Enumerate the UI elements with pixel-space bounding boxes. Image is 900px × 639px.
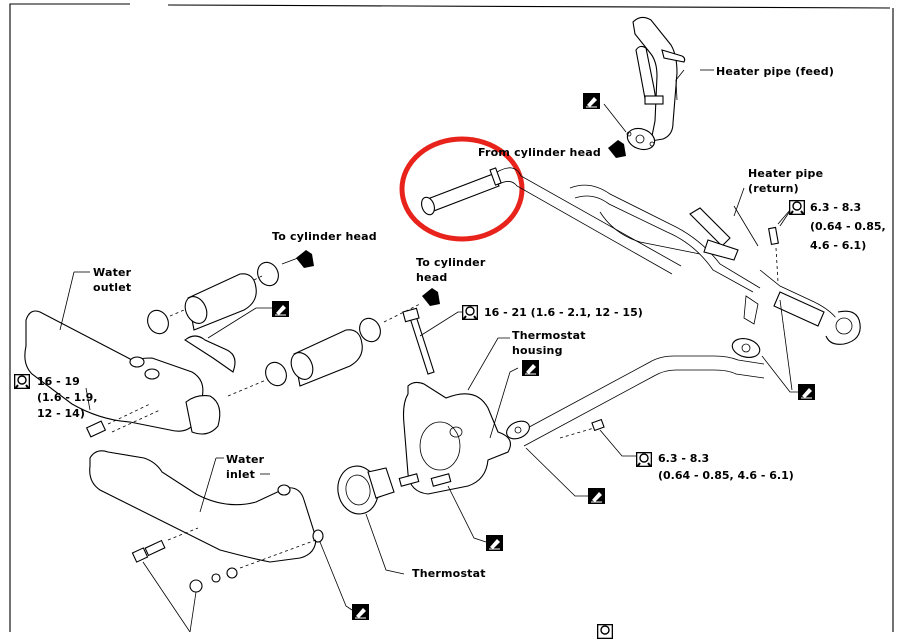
label-thermostat: Thermostat <box>412 567 486 580</box>
label-from-cylinder-head: From cylinder head <box>478 146 601 159</box>
label-to-cylinder-head-2-sub: head <box>416 271 448 284</box>
water-outlet <box>24 271 236 435</box>
torque-wrench-icon <box>462 305 478 320</box>
label-water-inlet-sub: inlet <box>226 468 256 481</box>
inlet-fasteners <box>131 527 353 632</box>
torque-wrench-icon <box>14 374 30 389</box>
heater-pipe-feed <box>626 16 714 151</box>
flow-arrow-icon <box>296 250 314 268</box>
label-heater-pipe-feed: Heater pipe (feed) <box>716 65 835 78</box>
thermostat-housing <box>398 337 519 543</box>
liquid-gasket-icon <box>352 604 369 620</box>
liquid-gasket-icon <box>522 360 539 376</box>
frame <box>9 3 894 632</box>
label-heater-pipe-return: Heater pipe <box>748 167 824 180</box>
liquid-gasket-icon <box>583 93 600 109</box>
torque-heater-return-line1: 6.3 - 8.3 <box>810 201 862 214</box>
label-water-outlet-sub: outlet <box>93 281 132 294</box>
lower-hose <box>227 303 421 397</box>
torque-heater-return-line2: (0.64 - 0.85, <box>810 220 886 233</box>
outlet-bolt <box>85 403 151 438</box>
label-to-cylinder-head: To cylinder head <box>272 230 377 243</box>
torque-heater-return-line3: 4.6 - 6.1) <box>810 239 867 252</box>
label-thermostat-housing: Thermostat <box>512 329 586 342</box>
heater-pipe-return <box>569 184 861 345</box>
label-water-outlet: Water <box>93 266 132 279</box>
water-inlet <box>89 450 324 563</box>
liquid-gasket-icon <box>272 301 289 317</box>
label-heater-pipe-return-sub: (return) <box>748 182 799 195</box>
liquid-gasket-icon <box>798 384 815 400</box>
torque-pipe-line2: (0.64 - 0.85, 4.6 - 6.1) <box>658 469 794 482</box>
thermostat <box>337 465 405 575</box>
housing-long-bolt <box>402 307 464 375</box>
label-water-inlet: Water <box>226 453 265 466</box>
torque-wrench-icon <box>789 200 805 215</box>
liquid-gasket-icon <box>588 488 605 504</box>
torque-pipe-line1: 6.3 - 8.3 <box>658 452 710 465</box>
torque-outlet-line2: (1.6 - 1.9, <box>37 391 98 404</box>
torque-outlet-line1: 16 - 19 <box>37 375 80 388</box>
torque-housing-bolt: 16 - 21 (1.6 - 2.1, 12 - 15) <box>484 306 643 319</box>
flow-arrow-icon <box>422 288 440 306</box>
bypass-pipe <box>506 299 800 497</box>
torque-wrench-icon <box>636 452 652 467</box>
liquid-gasket-icon <box>486 535 503 551</box>
flow-arrow-icon <box>608 140 626 158</box>
label-thermostat-housing-sub: housing <box>512 344 563 357</box>
label-to-cylinder-head-2: To cylinder <box>416 256 486 269</box>
upper-hose <box>147 257 299 335</box>
torque-outlet-line3: 12 - 14) <box>37 407 85 420</box>
heater-hose-from-head <box>421 167 682 275</box>
